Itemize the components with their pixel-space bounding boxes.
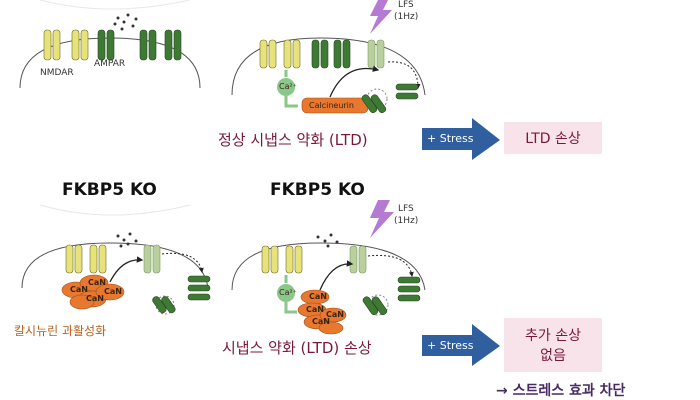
internalized-ampar: [362, 296, 388, 316]
internalization-arrow: [319, 260, 354, 291]
panel-bottom-ko-lfs: [231, 200, 426, 335]
glutamate-dots: [113, 13, 138, 31]
no-additional-damage-box: 추가 손상 없음: [504, 318, 602, 372]
lfs-label-bottom-2: (1Hz): [394, 216, 419, 226]
calcineurin-label: Calcineurin: [309, 101, 354, 110]
calcineurin-hyperactivation-caption: 칼시뉴린 과활성화: [14, 324, 107, 338]
panel-top-lfs: [231, 0, 426, 114]
panel-top-basal: [19, 0, 201, 89]
panel-bottom-ko-basal: [21, 204, 211, 315]
internalized-ampar: [361, 94, 387, 114]
presynaptic-outline: [39, 204, 191, 216]
can-label: CaN: [326, 310, 344, 319]
nmdar-receptor: [259, 39, 301, 69]
ampar-label: AMPAR: [94, 59, 126, 69]
recycled-ampar: [395, 83, 419, 100]
result-line-1: 추가 손상: [525, 328, 581, 344]
ampar-faded-receptor: [367, 39, 385, 69]
nmdar-receptor: [261, 245, 303, 274]
nmdar-receptor: [65, 244, 107, 274]
stress-label-top: + Stress: [427, 132, 474, 145]
recycled-ampar: [397, 276, 421, 302]
ampar-faded-receptor: [349, 245, 367, 274]
calcium-ion: [277, 284, 295, 302]
can-label: CaN: [88, 278, 106, 287]
presynaptic-outline: [39, 0, 191, 10]
receptor-removal-arrow: [161, 252, 204, 273]
lightning-icon: [370, 0, 392, 34]
internalization-arrow: [329, 65, 380, 98]
can-label: CaN: [86, 294, 104, 303]
lfs-label-top-1: LFS: [398, 0, 414, 10]
ampar-faded-receptor: [143, 244, 161, 274]
can-label: CaN: [312, 317, 330, 326]
result-line-2: 없음: [540, 348, 566, 364]
lfs-label-bottom-1: LFS: [398, 204, 414, 214]
lightning-icon: [370, 200, 394, 238]
endosome: [366, 88, 388, 110]
calcium-to-calcineurin-arrow: [284, 96, 298, 108]
internalization-arrow: [109, 256, 144, 283]
stress-effect-blocked-conclusion: → 스트레스 효과 차단: [496, 383, 626, 399]
calcium-label-bottom: Ca²⁺: [279, 288, 297, 297]
nmdar-label: NMDAR: [40, 68, 74, 78]
lfs-label-top-2: (1Hz): [394, 12, 419, 22]
ampar-receptor: [97, 29, 182, 61]
fkbp5-ko-title-right: FKBP5 KO: [270, 180, 365, 200]
normal-ltd-phrase: 정상 시냅스 약화 (LTD): [218, 131, 368, 149]
nmdar-receptor: [43, 29, 89, 61]
calcium-label-top: Ca²⁺: [279, 82, 297, 91]
can-label: CaN: [104, 287, 122, 296]
endosome: [367, 294, 389, 316]
calcium-ion: [277, 78, 295, 96]
postsynaptic-membrane: [231, 37, 426, 96]
stress-arrow-bottom: [422, 324, 500, 366]
glutamate-dots: [116, 232, 138, 248]
can-label: CaN: [309, 292, 327, 301]
calcineurin-cluster: [297, 289, 347, 335]
stress-arrow-top: [422, 118, 500, 160]
glutamate-dots: [316, 233, 339, 248]
ampar-receptor: [311, 39, 351, 69]
can-label: CaN: [306, 305, 324, 314]
calcineurin-cluster: [61, 274, 125, 310]
recycled-ampar: [187, 275, 211, 301]
postsynaptic-membrane: [21, 242, 209, 289]
receptor-removal-arrow: [367, 254, 414, 277]
calcium-to-calcineurin-arrow: [284, 302, 297, 314]
receptor-removal-arrow: [387, 61, 421, 89]
internalized-ampar: [152, 296, 176, 314]
ltd-impaired-phrase: 시냅스 약화 (LTD) 손상: [222, 339, 372, 357]
postsynaptic-membrane: [231, 242, 426, 291]
stress-label-bottom: + Stress: [427, 339, 474, 352]
fkbp5-ko-title-left: FKBP5 KO: [62, 180, 157, 200]
can-label: CaN: [70, 285, 88, 294]
ltd-impaired-box: LTD 손상: [504, 122, 602, 154]
